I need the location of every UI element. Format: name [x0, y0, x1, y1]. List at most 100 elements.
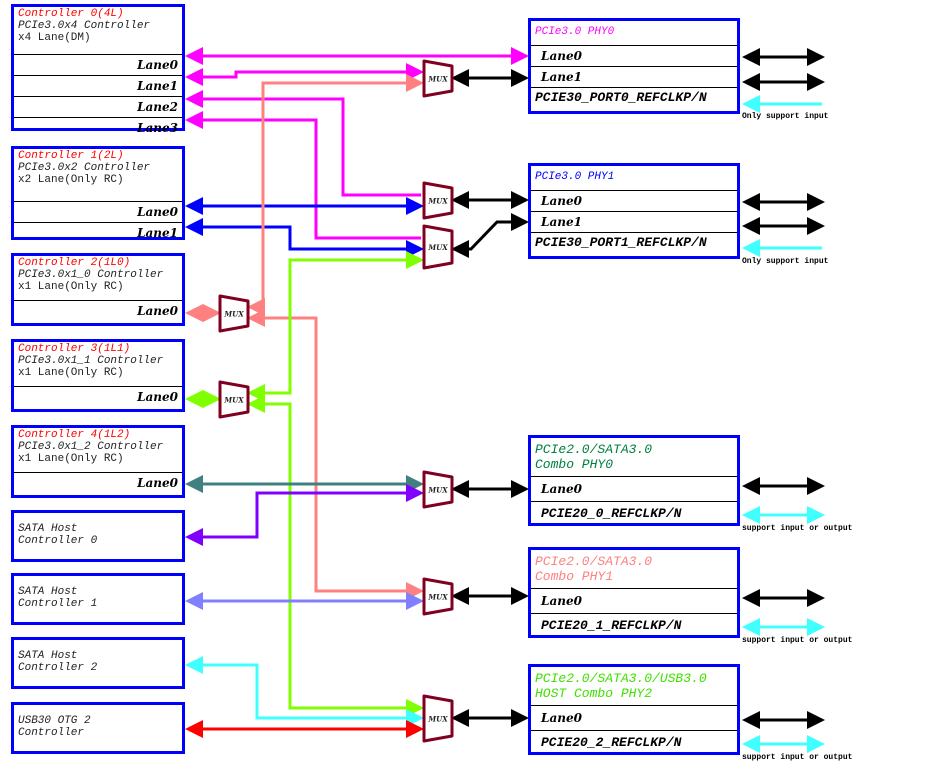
wire-sata2-combo2-mux [185, 656, 424, 727]
wire-c0-lane2-mux1 [185, 90, 421, 197]
wire-mux2-phy1-lane1 [451, 213, 529, 258]
usb-line1: USB30 OTG 2 [18, 715, 91, 727]
mux-combo-phy1: MUX [422, 577, 454, 616]
combo-phy1-lane0: Lane0 [531, 588, 737, 613]
phy1-refclk: PCIE30_PORT1_REFCLKP/N [531, 232, 737, 253]
controller-4-title: Controller 4(1L2) [18, 429, 131, 441]
phy1-title: PCIe3.0 PHY1 [535, 171, 615, 183]
controller-4-lanes-desc: x1 Lane(Only RC) [18, 453, 124, 465]
mux-phy1-lane0-shape [422, 181, 454, 220]
mux-controller2-label: MUX [223, 310, 244, 319]
controller-4-desc: PCIe3.0x1_2 Controller [18, 441, 164, 453]
phy0-lane0: Lane0 [531, 45, 737, 66]
controller-4-box: Controller 4(1L2) PCIe3.0x1_2 Controller… [11, 425, 185, 498]
controller-1-box: Controller 1(2L) PCIe3.0x2 Controller x2… [11, 146, 185, 240]
controller-0-lane1: Lane1 [14, 75, 182, 96]
controller-3-title: Controller 3(1L1) [18, 343, 131, 355]
sata-0-line2: Controller 0 [18, 535, 98, 547]
controller-0-lane3: Lane3 [14, 117, 182, 138]
wire-mux3-combo1-mux [247, 309, 424, 600]
mux-phy1-lane1-shape [422, 224, 454, 270]
mux-phy1-lane0-label: MUX [427, 197, 448, 206]
usb30-otg-2-controller-box: USB30 OTG 2 Controller [11, 702, 185, 754]
controller-4-lane0: Lane0 [14, 472, 182, 493]
combo-phy2-clock-note: support input or output [742, 753, 853, 762]
sata-0-line1: SATA Host [18, 523, 78, 535]
controller-0-lane0: Lane0 [14, 54, 182, 75]
combo-phy2-box: PCIe2.0/SATA3.0/USB3.0 HOST Combo PHY2 L… [528, 664, 740, 755]
phy0-clock-note: Only support input [742, 112, 829, 121]
controller-0-lanes-desc: x4 Lane(DM) [18, 32, 91, 44]
combo-phy1-refclk: PCIE20_1_REFCLKP/N [531, 613, 737, 638]
controller-2-lanes-desc: x1 Lane(Only RC) [18, 281, 124, 293]
mux-phy1-lane0: MUX [422, 181, 454, 220]
controller-1-desc: PCIe3.0x2 Controller [18, 162, 151, 174]
combo-phy2-refclk: PCIE20_2_REFCLKP/N [531, 730, 737, 755]
wire-mux4-mux2 [247, 251, 424, 402]
controller-2-lane0: Lane0 [14, 300, 182, 321]
controller-2-desc: PCIe3.0x1_0 Controller [18, 269, 164, 281]
sata-host-controller-0-box: SATA Host Controller 0 [11, 510, 185, 562]
controller-0-lane2: Lane2 [14, 96, 182, 117]
combo-phy0-clock-note: support input or output [742, 524, 853, 533]
mux-phy0-lane1-shape [422, 59, 454, 98]
sata-host-controller-1-box: SATA Host Controller 1 [11, 573, 185, 625]
combo-phy1-clock-note: support input or output [742, 636, 853, 645]
combo-phy0-title1: PCIe2.0/SATA3.0 [535, 442, 653, 457]
pcie30-phy0-box: PCIe3.0 PHY0 Lane0 Lane1 PCIE30_PORT0_RE… [528, 18, 740, 114]
mux-combo-phy1-shape [422, 577, 454, 616]
mux-controller3: MUX [218, 380, 250, 419]
combo-phy2-title2: HOST Combo PHY2 [535, 686, 653, 701]
controller-1-title: Controller 1(2L) [18, 150, 124, 162]
phy1-lane0: Lane0 [531, 190, 737, 211]
mux-combo-phy0-shape [422, 470, 454, 509]
phy1-lane1: Lane1 [531, 211, 737, 232]
phy0-refclk: PCIE30_PORT0_REFCLKP/N [531, 87, 737, 108]
controller-0-box: Controller 0(4L) PCIe3.0x4 Controller x4… [11, 4, 185, 135]
combo-phy0-refclk: PCIE20_0_REFCLKP/N [531, 501, 737, 526]
sata-host-controller-2-box: SATA Host Controller 2 [11, 637, 185, 689]
combo-phy1-box: PCIe2.0/SATA3.0 Combo PHY1 Lane0 PCIE20_… [528, 547, 740, 638]
combo-phy0-box: PCIe2.0/SATA3.0 Combo PHY0 Lane0 PCIE20_… [528, 435, 740, 526]
mux-combo-phy0: MUX [422, 470, 454, 509]
phy0-title: PCIe3.0 PHY0 [535, 26, 615, 38]
controller-0-desc: PCIe3.0x4 Controller [18, 20, 151, 32]
mux-combo-phy2-shape [422, 694, 454, 743]
combo-phy1-title1: PCIe2.0/SATA3.0 [535, 554, 653, 569]
mux-phy1-lane1-label: MUX [427, 243, 448, 252]
combo-phy1-title2: Combo PHY1 [535, 569, 614, 584]
mux-phy0-lane1: MUX [422, 59, 454, 98]
controller-3-lanes-desc: x1 Lane(Only RC) [18, 367, 124, 379]
wire-c0-lane3-mux2 [185, 111, 421, 240]
wire-c0-lane1-mux0 [185, 63, 424, 86]
sata-1-line2: Controller 1 [18, 598, 98, 610]
wire-sata0-combo0-mux [185, 484, 424, 546]
mux-combo-phy1-label: MUX [427, 593, 448, 602]
phy0-lane1: Lane1 [531, 66, 737, 87]
sata-1-line1: SATA Host [18, 586, 78, 598]
mux-controller3-label: MUX [223, 396, 244, 405]
controller-1-lane0: Lane0 [14, 201, 182, 222]
mux-combo-phy2: MUX [422, 694, 454, 743]
mux-controller2: MUX [218, 294, 250, 333]
mux-combo-phy0-label: MUX [427, 486, 448, 495]
controller-3-box: Controller 3(1L1) PCIe3.0x1_1 Controller… [11, 339, 185, 412]
mux-phy1-lane1: MUX [422, 224, 454, 270]
phy1-clock-note: Only support input [742, 257, 829, 266]
controller-3-lane0: Lane0 [14, 386, 182, 407]
mux-phy0-lane1-label: MUX [427, 75, 448, 84]
controller-2-box: Controller 2(1L0) PCIe3.0x1_0 Controller… [11, 253, 185, 326]
combo-phy0-lane0: Lane0 [531, 476, 737, 501]
sata-2-line1: SATA Host [18, 650, 78, 662]
usb-line2: Controller [18, 727, 85, 739]
controller-0-title: Controller 0(4L) [18, 8, 124, 20]
mux-controller2-shape [218, 294, 250, 333]
controller-2-title: Controller 2(1L0) [18, 257, 131, 269]
controller-3-desc: PCIe3.0x1_1 Controller [18, 355, 164, 367]
combo-phy2-lane0: Lane0 [531, 705, 737, 730]
pcie30-phy1-box: PCIe3.0 PHY1 Lane0 Lane1 PCIE30_PORT1_RE… [528, 163, 740, 259]
controller-1-lanes-desc: x2 Lane(Only RC) [18, 174, 124, 186]
mux-controller3-shape [218, 380, 250, 419]
